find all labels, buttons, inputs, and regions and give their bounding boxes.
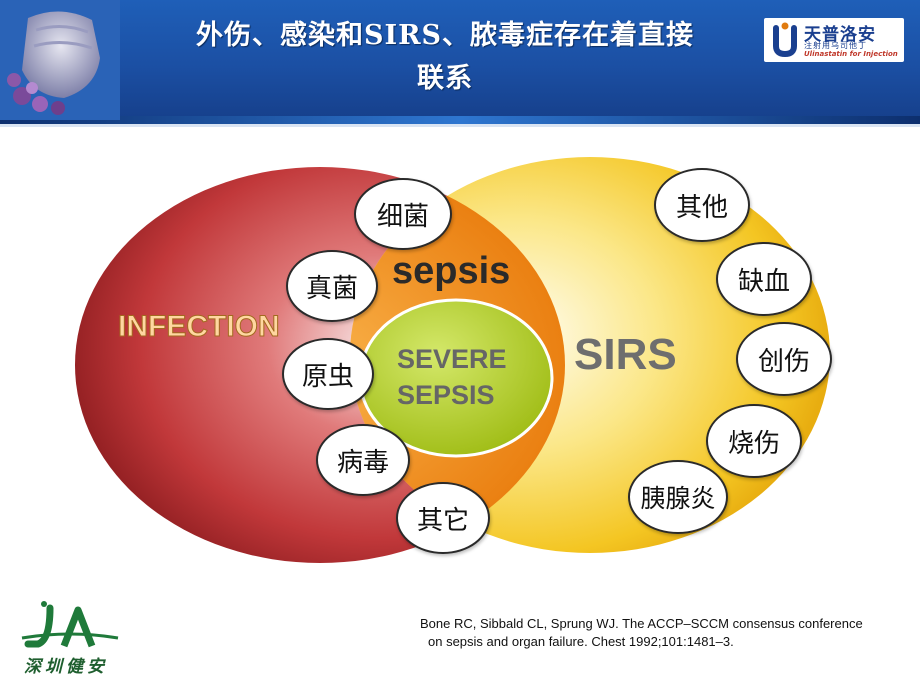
infection-label: INFECTION (118, 310, 281, 344)
page-title: 外伤、感染和SIRS、脓毒症存在着直接 联系 (120, 14, 770, 100)
sirs-bubble-ischemia: 缺血 (716, 242, 812, 316)
brand-logo: 天普洛安 注射用乌司他丁 Ulinastatin for Injection (764, 18, 904, 62)
fist-graphic-icon (0, 0, 120, 120)
title-line-2: 联系 (417, 63, 473, 94)
brand-u-icon (773, 22, 797, 58)
infection-bubble-virus: 病毒 (316, 424, 410, 496)
brand-subtitle: 注射用乌司他丁 (804, 41, 867, 50)
infection-bubble-other: 其它 (396, 482, 490, 554)
organization-name: 深圳健安 (24, 657, 108, 677)
sirs-bubble-pancreatitis: 胰腺炎 (628, 460, 728, 534)
sirs-label: SIRS (574, 330, 677, 379)
sirs-bubble-other: 其他 (654, 168, 750, 242)
reference-citation: Bone RC, Sibbald CL, Sprung WJ. The ACCP… (420, 615, 863, 651)
header-divider (0, 116, 920, 124)
header-underline (0, 124, 920, 127)
severe-sepsis-line-1: SEVERE (397, 344, 507, 374)
reference-line-1: Bone RC, Sibbald CL, Sprung WJ. The ACCP… (420, 616, 863, 631)
infection-bubble-fungi: 真菌 (286, 250, 378, 322)
infection-bubble-protozoa: 原虫 (282, 338, 374, 410)
severe-sepsis-line-2: SEPSIS (397, 380, 495, 410)
sepsis-label: sepsis (392, 250, 511, 292)
sepsis-overlap (350, 167, 565, 553)
title-line-1: 外伤、感染和SIRS、脓毒症存在着直接 (195, 20, 695, 51)
sirs-bubble-trauma: 创伤 (736, 322, 832, 396)
organization-logo-icon (21, 601, 119, 648)
infection-bubble-bacteria: 细菌 (354, 178, 452, 250)
brand-name: 天普洛安 (804, 25, 876, 45)
reference-line-2: on sepsis and organ failure. Chest 1992;… (428, 634, 734, 649)
brand-english: Ulinastatin for Injection (804, 50, 898, 58)
sirs-bubble-burn: 烧伤 (706, 404, 802, 478)
